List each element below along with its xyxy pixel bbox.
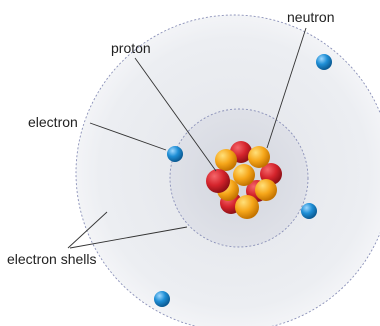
electron-particle [301,203,317,219]
electron-shells-leader-outer [67,211,108,249]
electron-leader-line [89,122,167,151]
electron-particle [167,146,183,162]
proton-label: proton [111,40,151,56]
neutron-label: neutron [287,9,334,25]
electron-particle [154,291,170,307]
proton-particle [206,169,230,193]
neutron-particle [233,164,255,186]
proton-leader-line [134,57,217,172]
nucleus [206,141,282,219]
electron-shells-leader-inner [69,226,188,249]
electron-particle [316,54,332,70]
neutron-leader-line [266,27,307,149]
electron-shells-label: electron shells [7,251,97,267]
electron-label: electron [28,114,78,130]
neutron-particle [235,195,259,219]
neutron-particle [255,179,277,201]
neutron-particle [248,146,270,168]
neutron-particle [215,149,237,171]
